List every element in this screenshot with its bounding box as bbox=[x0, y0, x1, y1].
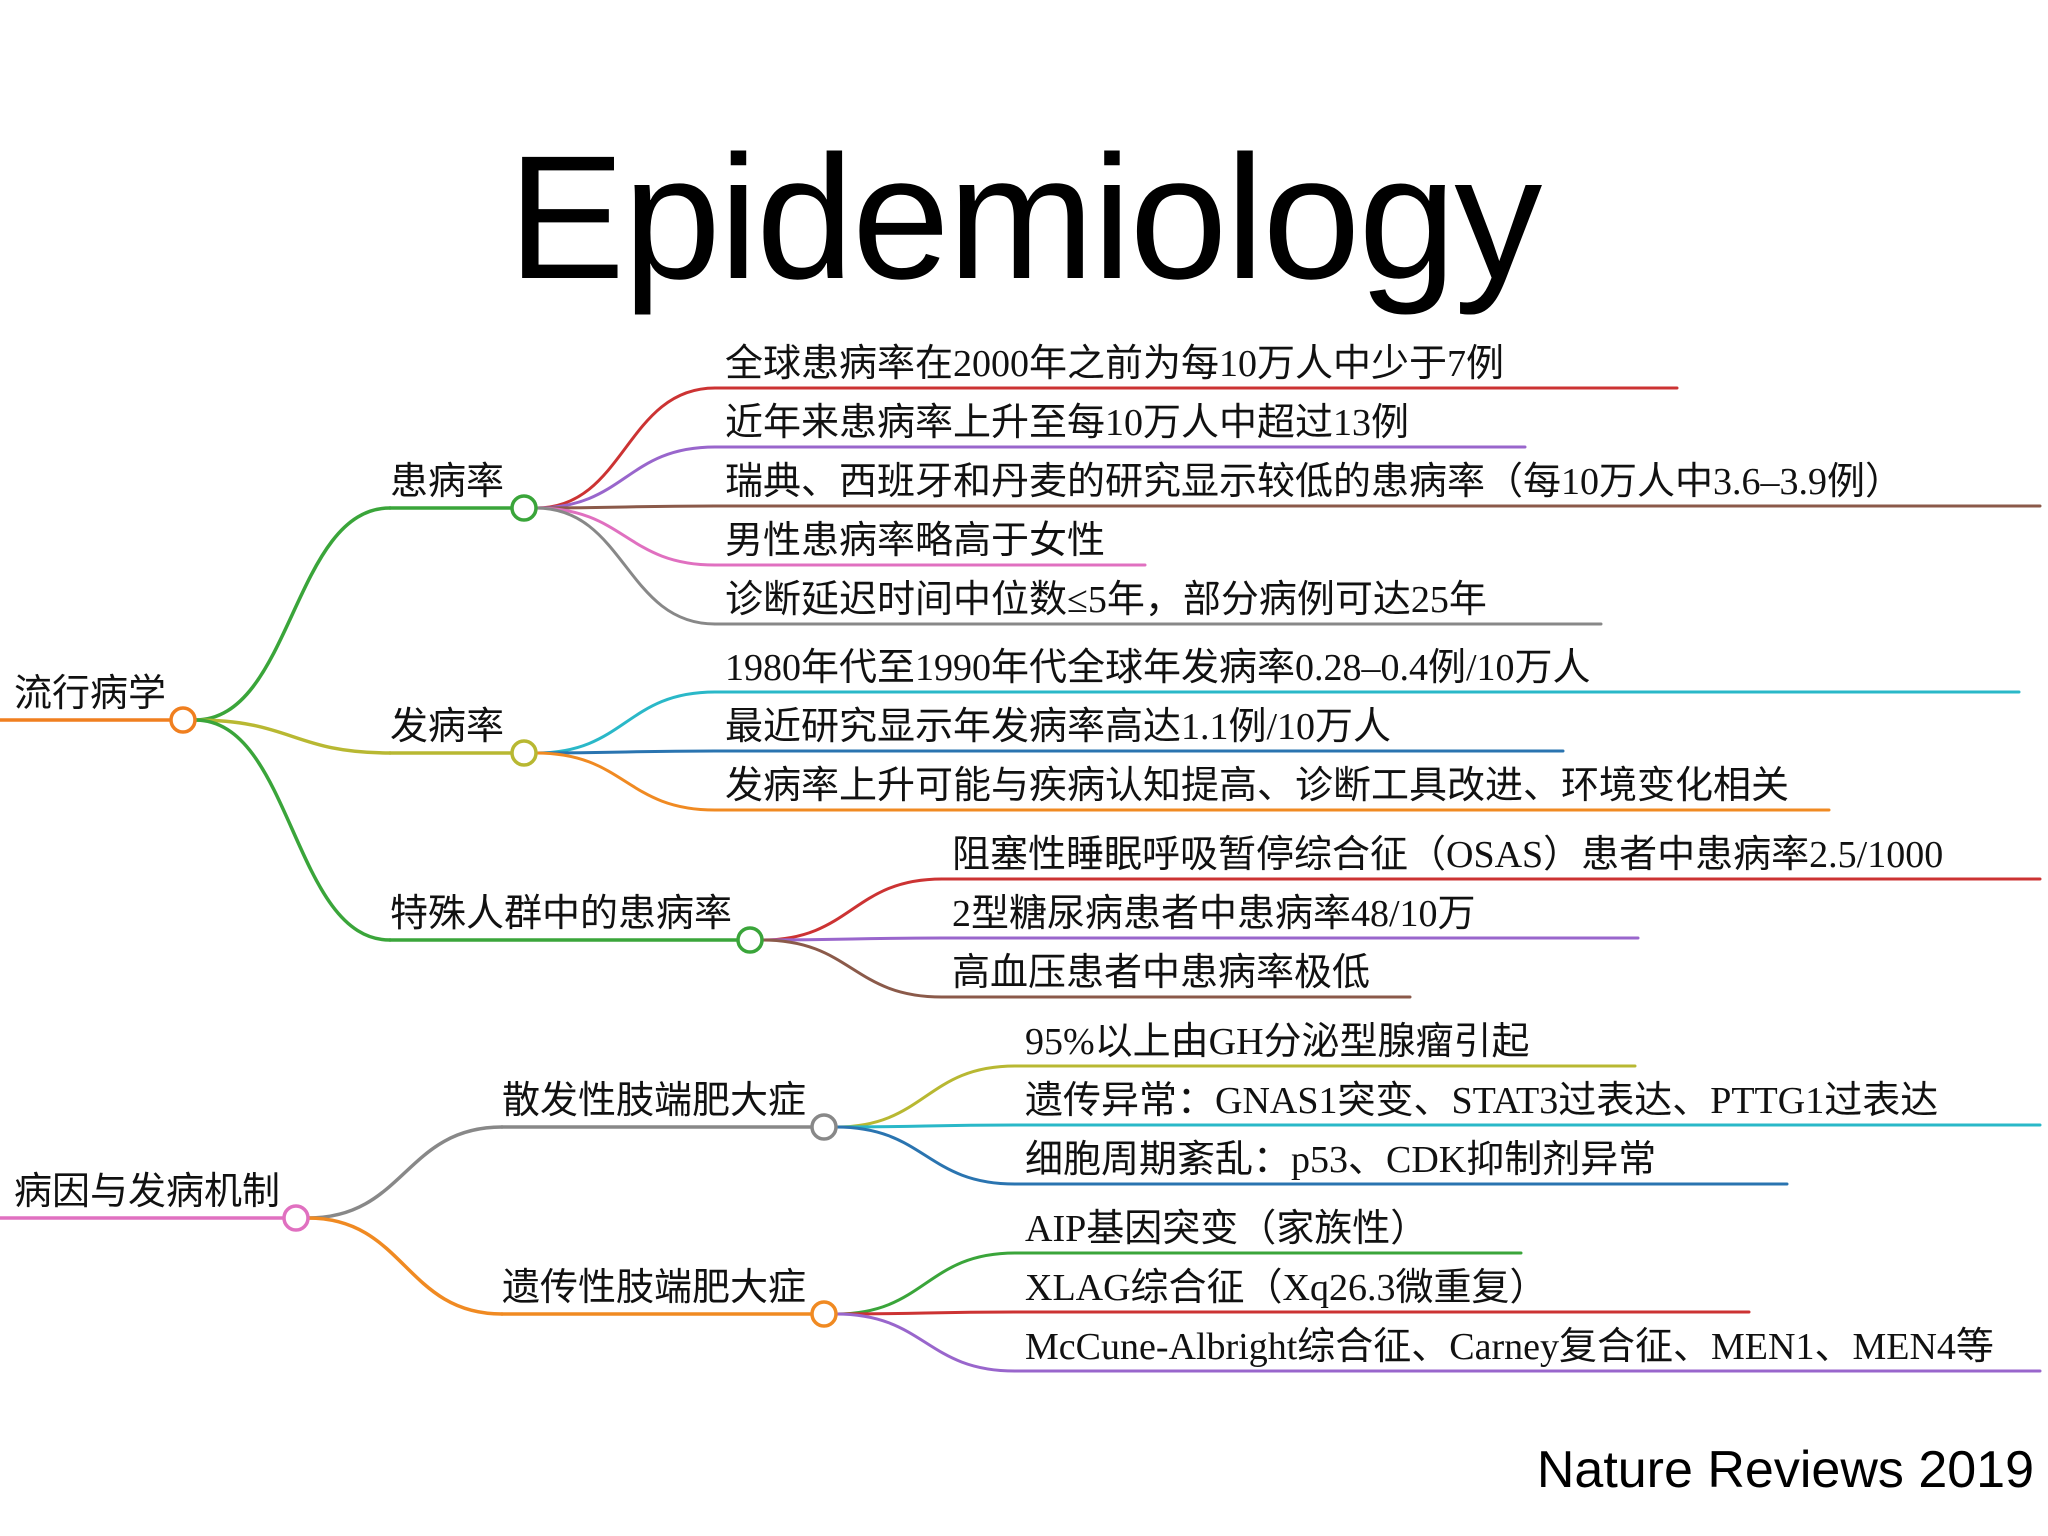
leaf-label-b1-4: 诊断延迟时间中位数≤5年，部分病例可达25年 bbox=[725, 579, 1487, 621]
leaf-connector-b4-1 bbox=[834, 1123, 1017, 1129]
branch-label-b1: 患病率 bbox=[390, 461, 504, 503]
leaf-connector-b5-0 bbox=[834, 1251, 1017, 1316]
leaf-label-b2-0: 1980年代至1990年代全球年发病率0.28–0.4例/10万人 bbox=[725, 647, 1591, 689]
branch-connector-b4 bbox=[306, 1125, 504, 1220]
root-label-0: 流行病学 bbox=[14, 673, 166, 715]
leaf-label-b3-0: 阻塞性睡眠呼吸暂停综合征（OSAS）患者中患病率2.5/1000 bbox=[952, 834, 1943, 876]
leaf-connector-b1-1 bbox=[534, 445, 717, 510]
leaf-connector-b3-2 bbox=[760, 938, 944, 999]
leaf-label-b4-2: 细胞周期紊乱：p53、CDK抑制剂异常 bbox=[1025, 1139, 1656, 1181]
leaf-label-b4-0: 95%以上由GH分泌型腺瘤引起 bbox=[1025, 1021, 1530, 1063]
branch-node-b3 bbox=[736, 926, 764, 954]
branch-connector-b2 bbox=[193, 718, 392, 755]
branch-label-b3: 特殊人群中的患病率 bbox=[390, 893, 732, 935]
branch-connector-b1 bbox=[193, 506, 392, 722]
leaf-label-b3-2: 高血压患者中患病率极低 bbox=[952, 952, 1370, 994]
leaf-label-b5-0: AIP基因突变（家族性） bbox=[1025, 1208, 1428, 1250]
leaf-connector-b1-3 bbox=[534, 506, 717, 567]
branch-label-b4: 散发性肢端肥大症 bbox=[502, 1080, 806, 1122]
node-layer bbox=[169, 494, 838, 1328]
leaf-connector-b1-2 bbox=[534, 504, 717, 510]
leaf-connector-b2-1 bbox=[534, 749, 717, 755]
leaf-connector-b4-0 bbox=[834, 1064, 1017, 1129]
leaf-label-b5-1: XLAG综合征（Xq26.3微重复） bbox=[1025, 1267, 1547, 1309]
leaf-label-b1-3: 男性患病率略高于女性 bbox=[725, 520, 1105, 562]
branch-node-b2 bbox=[510, 739, 538, 767]
branch-label-b5: 遗传性肢端肥大症 bbox=[502, 1267, 806, 1309]
source-citation: Nature Reviews 2019 bbox=[1536, 1441, 2034, 1499]
branch-node-b5 bbox=[810, 1300, 838, 1328]
leaf-label-b1-2: 瑞典、西班牙和丹麦的研究显示较低的患病率（每10万人中3.6–3.9例） bbox=[725, 461, 1903, 503]
root-node-0 bbox=[169, 706, 197, 734]
leaf-connector-b2-2 bbox=[534, 751, 717, 812]
leaf-connector-b1-0 bbox=[534, 386, 717, 510]
leaf-label-b1-0: 全球患病率在2000年之前为每10万人中少于7例 bbox=[725, 343, 1504, 385]
label-layer: 流行病学 患病率 全球患病率在2000年之前为每10万人中少于7例近年来患病率上升至… bbox=[14, 343, 1994, 1368]
leaf-label-b5-2: McCune-Albright综合征、Carney复合征、MEN1、MEN4等 bbox=[1025, 1326, 1994, 1368]
root-label-1: 病因与发病机制 bbox=[14, 1171, 280, 1213]
leaf-connector-b5-1 bbox=[834, 1310, 1017, 1316]
connector-layer bbox=[0, 386, 2042, 1373]
slide-title: Epidemiology bbox=[507, 120, 1543, 316]
branch-label-b2: 发病率 bbox=[390, 706, 504, 748]
leaf-connector-b3-1 bbox=[760, 936, 944, 942]
leaf-connector-b4-2 bbox=[834, 1125, 1017, 1186]
leaf-label-b3-1: 2型糖尿病患者中患病率48/10万 bbox=[952, 893, 1476, 935]
branch-connector-b5 bbox=[306, 1216, 504, 1316]
leaf-label-b2-1: 最近研究显示年发病率高达1.1例/10万人 bbox=[725, 706, 1391, 748]
branch-node-b4 bbox=[810, 1113, 838, 1141]
branch-node-b1 bbox=[510, 494, 538, 522]
leaf-label-b1-1: 近年来患病率上升至每10万人中超过13例 bbox=[725, 402, 1409, 444]
leaf-connector-b2-0 bbox=[534, 690, 717, 755]
leaf-label-b2-2: 发病率上升可能与疾病认知提高、诊断工具改进、环境变化相关 bbox=[725, 765, 1789, 807]
leaf-connector-b5-2 bbox=[834, 1312, 1017, 1373]
root-node-1 bbox=[282, 1204, 310, 1232]
leaf-connector-b1-4 bbox=[534, 506, 717, 626]
branch-connector-b3 bbox=[193, 718, 392, 942]
leaf-connector-b3-0 bbox=[760, 877, 944, 942]
leaf-label-b4-1: 遗传异常：GNAS1突变、STAT3过表达、PTTG1过表达 bbox=[1025, 1080, 1938, 1122]
